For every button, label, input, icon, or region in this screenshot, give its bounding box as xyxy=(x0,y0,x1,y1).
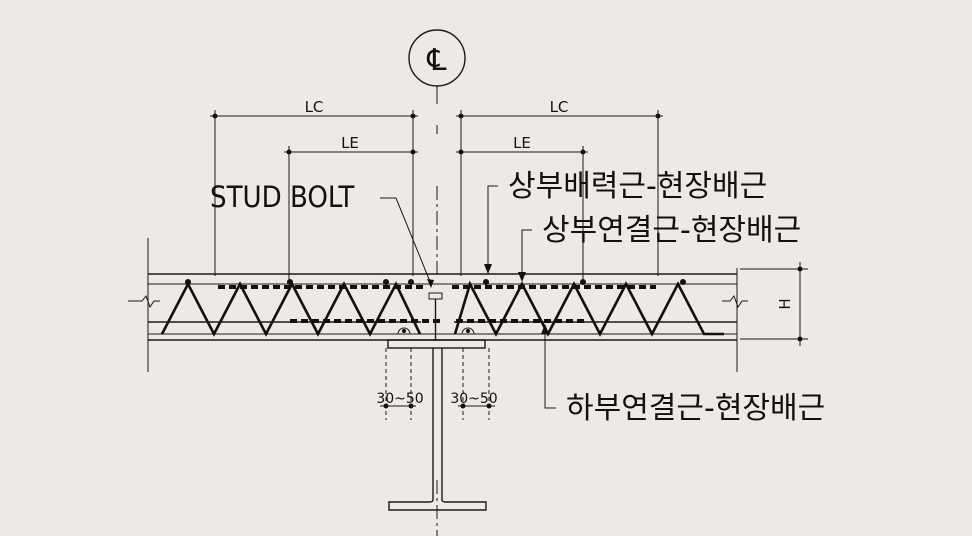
bottom-connection-leader xyxy=(544,330,556,409)
le-left-label: LE xyxy=(341,134,359,152)
stud-bolt xyxy=(428,292,443,341)
gap-right-label: 30~50 xyxy=(450,391,497,407)
stud-bolt-label: STUD BOLT xyxy=(210,180,355,214)
top-connection-bar-label: 상부연결근-현장배근 xyxy=(542,213,801,248)
rebar-dots xyxy=(185,279,686,285)
gap-left-label: 30~50 xyxy=(376,391,423,407)
gap-dimensions xyxy=(380,348,495,420)
height-label: H xyxy=(776,298,794,309)
le-right-label: LE xyxy=(513,134,531,152)
truss-deck xyxy=(148,280,737,337)
steel-i-beam xyxy=(387,327,487,511)
centerline-marker: ℄ xyxy=(408,29,466,536)
top-connection-leader xyxy=(521,229,532,276)
top-distribution-leader xyxy=(487,185,498,268)
stud-bolt-leader xyxy=(380,197,432,285)
lc-left-label: LC xyxy=(305,98,324,116)
concrete-slab xyxy=(128,238,748,372)
height-dimension xyxy=(740,262,808,346)
lc-right-label: LC xyxy=(550,98,569,116)
centerline-symbol: ℄ xyxy=(426,43,446,78)
dimension-lines xyxy=(210,110,663,280)
bottom-connection-bar-label: 하부연결근-현장배근 xyxy=(566,391,825,426)
top-distribution-bar-label: 상부배력근-현장배근 xyxy=(508,169,767,204)
